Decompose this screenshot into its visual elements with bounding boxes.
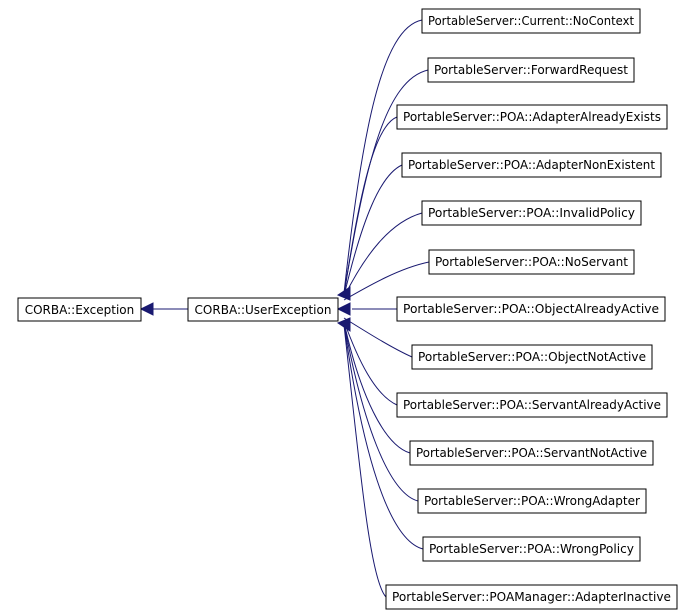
edge-poa-adapteralreadyexists xyxy=(343,116,398,296)
node-label-poa-servantalreadyactive: PortableServer::POA::ServantAlreadyActiv… xyxy=(403,398,661,412)
node-label-poa-noservant: PortableServer::POA::NoServant xyxy=(435,255,628,269)
node-label-current-nocontext: PortableServer::Current::NoContext xyxy=(428,14,634,28)
node-label-poa-wrongpolicy: PortableServer::POA::WrongPolicy xyxy=(429,542,634,556)
node-poa-objectnotactive[interactable]: PortableServer::POA::ObjectNotActive xyxy=(411,344,653,370)
class-nodes: CORBA::Exception CORBA::UserException Po… xyxy=(17,8,678,610)
node-label-corba-exception: CORBA::Exception xyxy=(25,303,135,317)
arrowhead-userexception-bottom xyxy=(336,317,351,332)
node-poa-wrongpolicy[interactable]: PortableServer::POA::WrongPolicy xyxy=(422,536,641,562)
node-poa-invalidpolicy[interactable]: PortableServer::POA::InvalidPolicy xyxy=(421,200,642,226)
inheritance-edges xyxy=(139,19,430,598)
node-poa-objectalreadyactive[interactable]: PortableServer::POA::ObjectAlreadyActive xyxy=(396,296,666,322)
node-poa-servantalreadyactive[interactable]: PortableServer::POA::ServantAlreadyActiv… xyxy=(396,392,668,418)
edge-poa-invalidpolicy xyxy=(343,212,423,298)
node-forwardrequest[interactable]: PortableServer::ForwardRequest xyxy=(427,57,635,83)
node-label-corba-userexception: CORBA::UserException xyxy=(195,303,332,317)
node-current-nocontext[interactable]: PortableServer::Current::NoContext xyxy=(421,8,641,34)
edge-poa-noservant xyxy=(343,261,430,301)
edge-poa-adapternonexistent xyxy=(343,164,403,297)
node-label-poa-wrongadapter: PortableServer::POA::WrongAdapter xyxy=(424,494,640,508)
node-corba-exception[interactable]: CORBA::Exception xyxy=(17,297,142,322)
edge-poa-servantalreadyactive xyxy=(343,320,398,406)
edge-poa-objectnotactive xyxy=(343,317,413,358)
edge-poa-servantnotactive xyxy=(343,321,411,454)
arrowhead-userexception-top xyxy=(336,286,351,301)
edge-current-nocontext xyxy=(343,19,423,294)
node-label-poa-invalidpolicy: PortableServer::POA::InvalidPolicy xyxy=(428,206,635,220)
node-poa-adapternonexistent[interactable]: PortableServer::POA::AdapterNonExistent xyxy=(401,152,662,178)
node-label-forwardrequest: PortableServer::ForwardRequest xyxy=(434,63,628,77)
node-label-poa-adapternonexistent: PortableServer::POA::AdapterNonExistent xyxy=(408,158,655,172)
node-corba-userexception[interactable]: CORBA::UserException xyxy=(187,297,339,322)
node-poa-adapteralreadyexists[interactable]: PortableServer::POA::AdapterAlreadyExist… xyxy=(396,104,668,130)
node-poa-servantnotactive[interactable]: PortableServer::POA::ServantNotActive xyxy=(409,440,654,466)
arrowhead-userexception-mid xyxy=(336,302,351,316)
node-poa-noservant[interactable]: PortableServer::POA::NoServant xyxy=(428,249,635,275)
edge-poa-wrongpolicy xyxy=(343,323,424,550)
edge-poamanager-adapterinactive xyxy=(343,324,387,598)
node-label-poamanager-adapterinactive: PortableServer::POAManager::AdapterInact… xyxy=(392,590,671,604)
edge-forwardrequest xyxy=(343,69,429,295)
node-poa-wrongadapter[interactable]: PortableServer::POA::WrongAdapter xyxy=(417,488,647,514)
node-label-poa-adapteralreadyexists: PortableServer::POA::AdapterAlreadyExist… xyxy=(403,110,661,124)
node-label-poa-objectnotactive: PortableServer::POA::ObjectNotActive xyxy=(418,350,646,364)
edge-poa-wrongadapter xyxy=(343,322,419,502)
node-label-poa-servantnotactive: PortableServer::POA::ServantNotActive xyxy=(416,446,647,460)
arrowhead-exception xyxy=(139,302,154,316)
node-label-poa-objectalreadyactive: PortableServer::POA::ObjectAlreadyActive xyxy=(403,302,659,316)
node-poamanager-adapterinactive[interactable]: PortableServer::POAManager::AdapterInact… xyxy=(385,584,678,610)
